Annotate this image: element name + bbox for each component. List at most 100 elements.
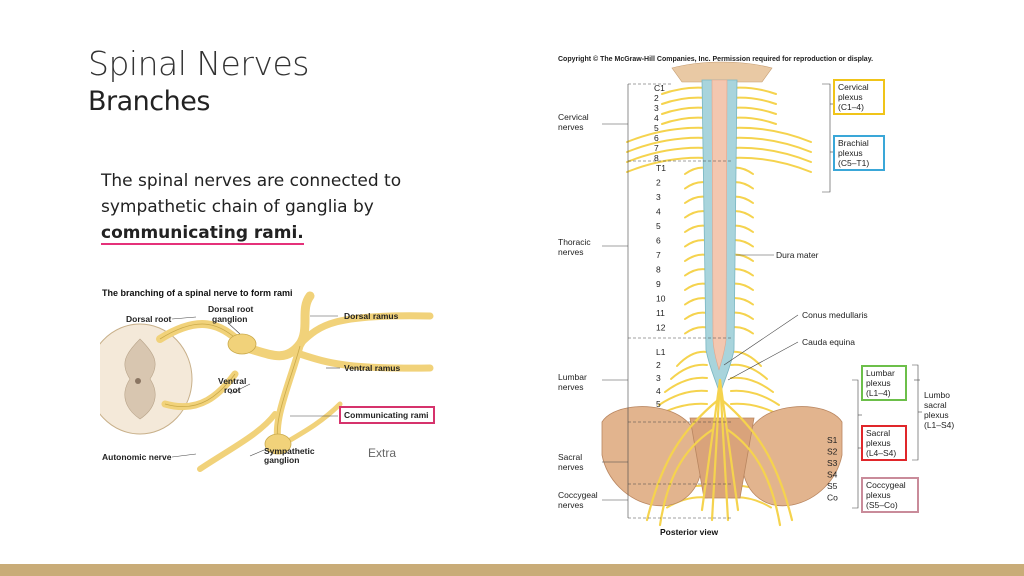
nerve-paths — [156, 291, 434, 472]
level-t-4: 5 — [656, 221, 661, 231]
svg-text:(L1–S4): (L1–S4) — [924, 420, 954, 430]
level-t-2: 3 — [656, 192, 661, 202]
level-c-7: 8 — [654, 153, 659, 163]
nerve-branch-2-right — [730, 106, 777, 115]
svg-text:Cervical: Cervical — [838, 82, 869, 92]
level-c-0: C1 — [654, 83, 665, 93]
region-lumbar-1: Lumbar — [558, 372, 587, 382]
svg-text:plexus: plexus — [838, 148, 863, 158]
svg-text:(S5–Co): (S5–Co) — [866, 500, 898, 510]
region-thoracic-2: nerves — [558, 247, 584, 257]
communicating-rami-highlight — [339, 406, 435, 424]
nerve-branch-6-right — [730, 146, 812, 163]
nerve-branch-4-right — [730, 126, 812, 143]
svg-text:plexus: plexus — [866, 490, 891, 500]
body-paragraph: The spinal nerves are connected to sympa… — [101, 168, 431, 246]
plexus-lumbosacral: Lumbo sacral plexus (L1–S4) — [924, 390, 954, 430]
nerve-branch-23-left — [658, 389, 708, 406]
label-sympathetic-1: Sympathetic — [264, 446, 315, 456]
slide-title: Spinal Nerves — [88, 44, 309, 83]
level-l-1: 2 — [656, 360, 661, 370]
region-coccygeal-1: Coccygeal — [558, 490, 598, 500]
plexus-cervical: Cervical plexus (C1–4) — [833, 79, 885, 115]
extra-label: Extra — [368, 446, 397, 460]
svg-text:plexus: plexus — [838, 92, 863, 102]
svg-text:Lumbar: Lumbar — [866, 368, 895, 378]
nerve-branch-22-right — [730, 376, 774, 393]
dorsal-root-ganglion — [227, 333, 257, 355]
level-l-4: 5 — [656, 399, 661, 409]
nerve-branch-4-left — [626, 126, 708, 143]
label-drg-1: Dorsal root — [208, 304, 254, 314]
level-t-7: 8 — [656, 265, 661, 275]
nerve-branch-21-right — [730, 363, 768, 380]
nerve-branch-13-left — [684, 239, 708, 248]
svg-text:Brachial: Brachial — [838, 138, 869, 148]
region-cervical-1: Cervical — [558, 112, 589, 122]
region-cervical-2: nerves — [558, 122, 584, 132]
svg-text:plexus: plexus — [924, 410, 949, 420]
nerve-branch-7-left — [626, 156, 708, 173]
level-s-0: S1 — [827, 435, 838, 445]
nerve-branch-0-right — [730, 86, 777, 95]
body-line-1: The spinal nerves are connected to — [101, 171, 402, 191]
level-s-2: S3 — [827, 458, 838, 468]
nerve-branch-15-left — [684, 268, 708, 277]
level-t-3: 4 — [656, 207, 661, 217]
vertebral-level-labels: C12345678T123456789101112L12345S1S2S3S4S… — [654, 83, 838, 503]
level-c-6: 7 — [654, 143, 659, 153]
level-s-1: S2 — [827, 447, 838, 457]
level-s-4: S5 — [827, 481, 838, 491]
nerve-branch-3-right — [730, 116, 777, 125]
level-c-2: 3 — [654, 103, 659, 113]
nerve-branch-14-left — [684, 253, 708, 262]
svg-text:plexus: plexus — [866, 438, 891, 448]
svg-text:Lumbo: Lumbo — [924, 390, 950, 400]
copyright-notice: Copyright © The McGraw-Hill Companies, I… — [558, 55, 873, 63]
nerve-branch-23-right — [730, 389, 780, 406]
nerve-branch-16-left — [684, 282, 708, 291]
label-cauda-equina: Cauda equina — [802, 337, 855, 347]
svg-text:Sacral: Sacral — [866, 428, 890, 438]
nerve-branch-3-left — [661, 116, 708, 125]
label-dorsal-ramus: Dorsal ramus — [344, 311, 399, 321]
label-conus-medullaris: Conus medullaris — [802, 310, 868, 320]
nerve-branch-0-left — [661, 86, 708, 95]
level-t-8: 9 — [656, 279, 661, 289]
level-l-0: L1 — [656, 347, 666, 357]
level-t-6: 7 — [656, 250, 661, 260]
spinal-nerves-figure: Copyright © The McGraw-Hill Companies, I… — [558, 55, 954, 537]
rami-branching-figure: The branching of a spinal nerve to form … — [100, 288, 435, 472]
level-t-1: 2 — [656, 178, 661, 188]
nerve-branch-21-left — [670, 363, 708, 380]
nerve-branch-7-right — [730, 156, 812, 173]
nerve-branch-20-left — [676, 350, 708, 367]
sympathetic-ganglion — [264, 433, 292, 455]
nerve-branch-1-right — [730, 96, 777, 105]
svg-text:(L1–4): (L1–4) — [866, 388, 891, 398]
svg-text:sacral: sacral — [924, 400, 947, 410]
label-ventral-root-1: Ventral — [218, 376, 246, 386]
level-s-3: S4 — [827, 470, 838, 480]
label-ventral-root-2: root — [224, 385, 241, 395]
svg-text:(C1–4): (C1–4) — [838, 102, 864, 112]
svg-text:Coccygeal: Coccygeal — [866, 480, 906, 490]
label-dura-mater: Dura mater — [776, 250, 819, 260]
label-autonomic-nerve: Autonomic nerve — [102, 452, 172, 462]
rami-figure-title: The branching of a spinal nerve to form … — [102, 288, 293, 298]
level-c-5: 6 — [654, 133, 659, 143]
body-emphasis: communicating rami. — [101, 223, 304, 245]
label-ventral-ramus: Ventral ramus — [344, 363, 400, 373]
region-coccygeal-2: nerves — [558, 500, 584, 510]
level-l-3: 4 — [656, 386, 661, 396]
posterior-view-label: Posterior view — [660, 527, 718, 537]
nerve-branch-12-left — [684, 224, 708, 233]
label-drg-2: ganglion — [212, 314, 247, 324]
region-thoracic-1: Thoracic — [558, 237, 591, 247]
nerve-branch-17-left — [684, 297, 708, 306]
region-sacral-2: nerves — [558, 462, 584, 472]
nerve-branch-2-left — [661, 106, 708, 115]
label-sympathetic-2: ganglion — [264, 455, 299, 465]
plexus-brachial: Brachial plexus (C5–T1) — [833, 135, 885, 171]
brainstem-base — [671, 61, 773, 83]
